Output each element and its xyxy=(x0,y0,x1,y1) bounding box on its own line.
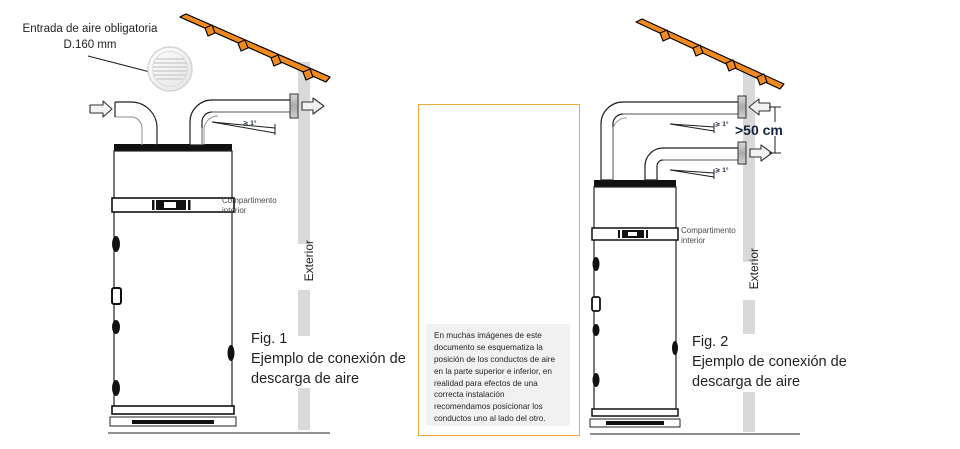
fig2-wall-flange-bottom xyxy=(737,141,747,165)
fig2-slope-indicator-top xyxy=(669,123,715,133)
fig1-discharge-duct xyxy=(189,99,293,146)
fig1-slope-label: ⩾ 1° xyxy=(243,120,257,127)
fig2-distance-label: >50 cm xyxy=(735,122,783,138)
fig1-caption-line2: descarga de aire xyxy=(251,371,360,387)
fig2-caption-line1: Ejemplo de conexión de xyxy=(692,354,847,370)
fig1-slope-indicator xyxy=(211,121,276,135)
fig1-wall-flange xyxy=(289,93,299,119)
fig2-outlet-arrow xyxy=(749,144,773,162)
warning-text: En muchas imágenes de este documento se … xyxy=(426,324,570,426)
fig1-exterior-label: Exterior xyxy=(302,240,316,282)
fig1-caption-line1: Ejemplo de conexión de xyxy=(251,351,406,367)
fig2-caption-line2: descarga de aire xyxy=(692,374,801,390)
fig2-intake-arrow xyxy=(748,98,771,116)
fig1-callout-line2: D.160 mm xyxy=(63,39,117,51)
fig2-interior-label-line1: Compartimento xyxy=(681,226,736,235)
fig2-upper-duct xyxy=(600,101,741,181)
fig2-dimension-line xyxy=(769,106,781,154)
fig2-exterior-label: Exterior xyxy=(747,248,761,290)
fig2-interior-label-line2: interior xyxy=(681,236,706,245)
fig1-interior-label-line2: interior xyxy=(222,206,247,215)
fig1-intake-duct xyxy=(114,101,158,145)
fig2-slope-label-bottom: ⩾ 1° xyxy=(715,167,729,174)
fig2-slope-label-top: ⩾ 1° xyxy=(715,121,729,128)
fig1-outlet-arrow xyxy=(301,97,325,115)
fig2-exterior-wall xyxy=(743,72,755,432)
fig2-caption-number: Fig. 2 xyxy=(692,334,729,350)
fig1-callout-leader xyxy=(87,55,151,73)
fig1-caption-number: Fig. 1 xyxy=(251,331,288,347)
fig2-roof xyxy=(635,18,785,90)
fig1-interior-label-line1: Compartimento xyxy=(222,196,277,205)
fig1-callout-line1: Entrada de aire obligatoria xyxy=(22,23,158,35)
fig1-heat-pump-unit xyxy=(109,144,237,427)
fig1-roof xyxy=(179,13,331,83)
fig1-air-vent-grille xyxy=(147,46,193,92)
fig2-heat-pump-unit xyxy=(589,180,681,428)
fig2-slope-indicator-bottom xyxy=(669,169,715,179)
fig2-wall-flange-top xyxy=(737,95,747,119)
fig1-intake-arrow xyxy=(89,100,113,118)
fig2-lower-duct xyxy=(644,147,741,181)
